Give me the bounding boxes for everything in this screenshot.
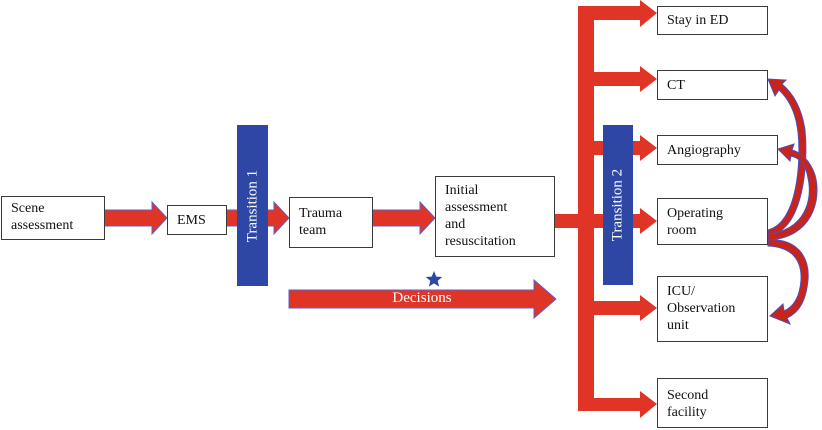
- branch-angio-head: [640, 135, 657, 161]
- destination-operating-room: Operating room: [657, 198, 768, 245]
- decisions-label: Decisions: [392, 290, 452, 306]
- initial-assessment-box: Initial assessment and resuscitation: [435, 176, 555, 257]
- branch-ct: [578, 72, 642, 86]
- transition-2-bar: Transition 2: [603, 125, 633, 285]
- branch-ct-head: [640, 66, 657, 92]
- destination-stay-in-ed: Stay in ED: [657, 6, 768, 35]
- branch-stay: [578, 6, 642, 20]
- decisions-arrow: [288, 278, 557, 320]
- transition-1-bar: Transition 1: [237, 125, 268, 286]
- destination-second-facility: Second facility: [657, 378, 768, 428]
- branch-second: [578, 398, 642, 411]
- branch-stay-head: [640, 0, 657, 27]
- loop-or-to-icu: [767, 239, 809, 325]
- ems-box: EMS: [167, 205, 227, 235]
- loop-or-to-angio: [767, 143, 818, 241]
- branch-icu: [578, 301, 642, 315]
- destination-ct: CT: [657, 70, 768, 100]
- arrow-trauma-to-initial: [372, 200, 436, 236]
- destination-angiography: Angiography: [657, 135, 778, 165]
- distribution-trunk: [578, 6, 594, 411]
- branch-or-head: [640, 208, 657, 234]
- arrow-scene-to-ems: [104, 200, 168, 236]
- loop-or-to-ct: [767, 78, 807, 237]
- branch-icu-head: [640, 295, 657, 321]
- trauma-team-box: Trauma team: [289, 197, 373, 248]
- transition-1-label: Transition 1: [244, 169, 260, 242]
- star-icon: [425, 271, 443, 287]
- transition-2-label: Transition 2: [609, 168, 626, 242]
- destination-icu-observation: ICU/ Observation unit: [657, 276, 768, 342]
- branch-second-head: [640, 391, 657, 418]
- scene-assessment-box: Scene assessment: [1, 196, 105, 240]
